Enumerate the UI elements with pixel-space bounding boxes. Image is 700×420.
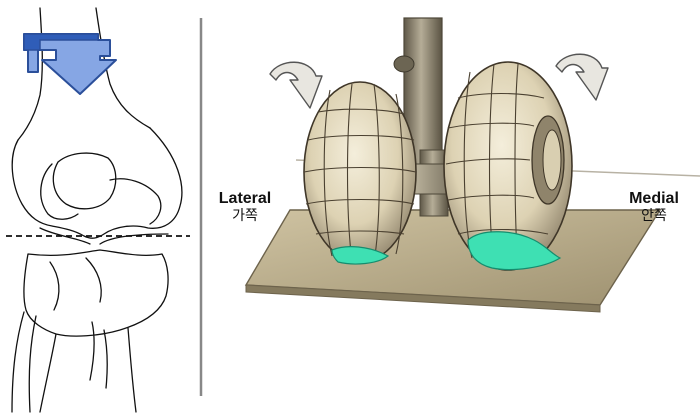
femur-condyle-groove [109, 178, 162, 225]
curved-rotation-arrow-icon [555, 53, 609, 101]
medial-meniscus-patch [467, 231, 562, 271]
lateral-meniscus-patch [331, 246, 390, 265]
lateral-tire [303, 81, 417, 263]
tibia-tuberosity [89, 321, 108, 389]
femur-patella-outline [52, 152, 117, 210]
medial-tire [443, 61, 573, 271]
bent-down-arrow-icon [23, 33, 117, 95]
lateral-label-ko: 가쪽 [232, 208, 258, 225]
medial-label-ko: 안쪽 [641, 208, 667, 225]
tibia-plateau-detail [49, 257, 102, 311]
medial-label-en: Medial [629, 190, 679, 207]
femur-condyle-inner [40, 163, 79, 220]
medial-label: Medial 안쪽 [622, 190, 686, 224]
lateral-label: Lateral 가쪽 [212, 190, 278, 224]
lateral-label-en: Lateral [218, 190, 272, 207]
femur-condyles [11, 127, 183, 239]
curved-rotation-arrow-icon [269, 61, 323, 109]
tibia-plateau [23, 249, 169, 337]
knee-joint-sketch [11, 7, 183, 413]
platform-plate [244, 209, 662, 313]
femur-shaft [17, 7, 43, 141]
fibula [11, 311, 37, 413]
femur-shaft-right [95, 7, 151, 129]
tibia-shaft [39, 327, 137, 413]
